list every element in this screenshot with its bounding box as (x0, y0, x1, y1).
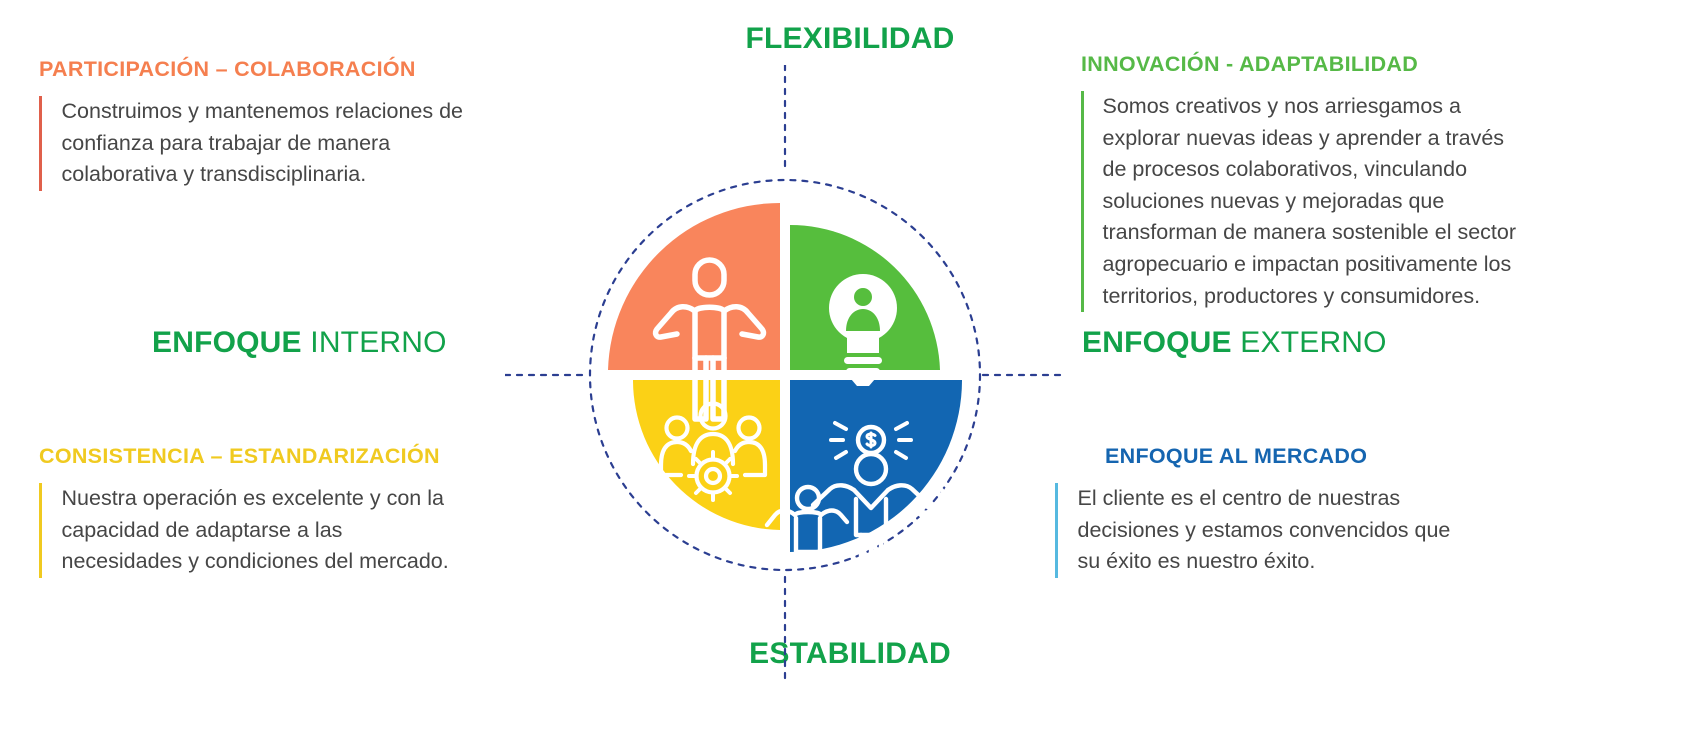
quadrant-body-participacion: Construimos y mantenemos relaciones de c… (61, 99, 464, 187)
quadrant-wheel-diagram (505, 65, 1065, 685)
quadrant-body-wrap-mercado: El cliente es el centro de nuestras deci… (1055, 483, 1478, 578)
axis-label-estabilidad: ESTABILIDAD (749, 637, 951, 670)
quadrant-body-consistencia: Nuestra operación es excelente y con la … (61, 486, 449, 574)
accent-bar-innovacion (1081, 91, 1084, 313)
quadrant-title-innovacion: INNOVACIÓN - ADAPTABILIDAD (1081, 52, 1419, 76)
quadrant-body-innovacion: Somos creativos y nos arriesgamos a expl… (1102, 94, 1517, 308)
axis-label-enfoque-interno: ENFOQUE INTERNO (152, 326, 447, 360)
axis-label-flexibilidad: FLEXIBILIDAD (745, 22, 955, 55)
accent-bar-participacion (39, 96, 42, 191)
quadrant-block-consistencia-estandarizacion: CONSISTENCIA – ESTANDARIZACIÓN Nuestra o… (39, 444, 462, 578)
quadrant-title-mercado: ENFOQUE AL MERCADO (1105, 444, 1368, 468)
accent-bar-consistencia (39, 483, 42, 578)
quadrant-block-innovacion-adaptabilidad: INNOVACIÓN - ADAPTABILIDAD Somos creativ… (1081, 52, 1533, 313)
quadrant-block-enfoque-al-mercado: ENFOQUE AL MERCADO El cliente es el cent… (1055, 444, 1478, 578)
quadrant-body-wrap-participacion: Construimos y mantenemos relaciones de c… (39, 96, 492, 191)
axis-label-enfoque-externo-thin: EXTERNO (1231, 326, 1387, 359)
axis-label-enfoque-interno-thin: INTERNO (301, 326, 447, 359)
axis-label-enfoque-interno-bold: ENFOQUE (152, 326, 302, 359)
quadrant-title-consistencia: CONSISTENCIA – ESTANDARIZACIÓN (39, 444, 440, 468)
accent-bar-mercado (1055, 483, 1058, 578)
outer-dashed-circle (588, 178, 982, 572)
quadrant-body-wrap-innovacion: Somos creativos y nos arriesgamos a expl… (1081, 91, 1533, 313)
quadrant-title-participacion: PARTICIPACIÓN – COLABORACIÓN (39, 57, 416, 81)
quadrant-block-participacion-colaboracion: PARTICIPACIÓN – COLABORACIÓN Construimos… (39, 57, 492, 191)
axis-label-enfoque-externo: ENFOQUE EXTERNO (1082, 326, 1387, 360)
quadrant-body-mercado: El cliente es el centro de nuestras deci… (1077, 486, 1451, 574)
axis-label-enfoque-externo-bold: ENFOQUE (1082, 326, 1232, 359)
people-celebrating-money-icon (764, 421, 978, 581)
quadrant-wedge-mercado (790, 380, 962, 552)
team-gear-icon (658, 401, 768, 502)
lightbulb-person-icon (829, 274, 897, 386)
quadrant-body-wrap-consistencia: Nuestra operación es excelente y con la … (39, 483, 462, 578)
